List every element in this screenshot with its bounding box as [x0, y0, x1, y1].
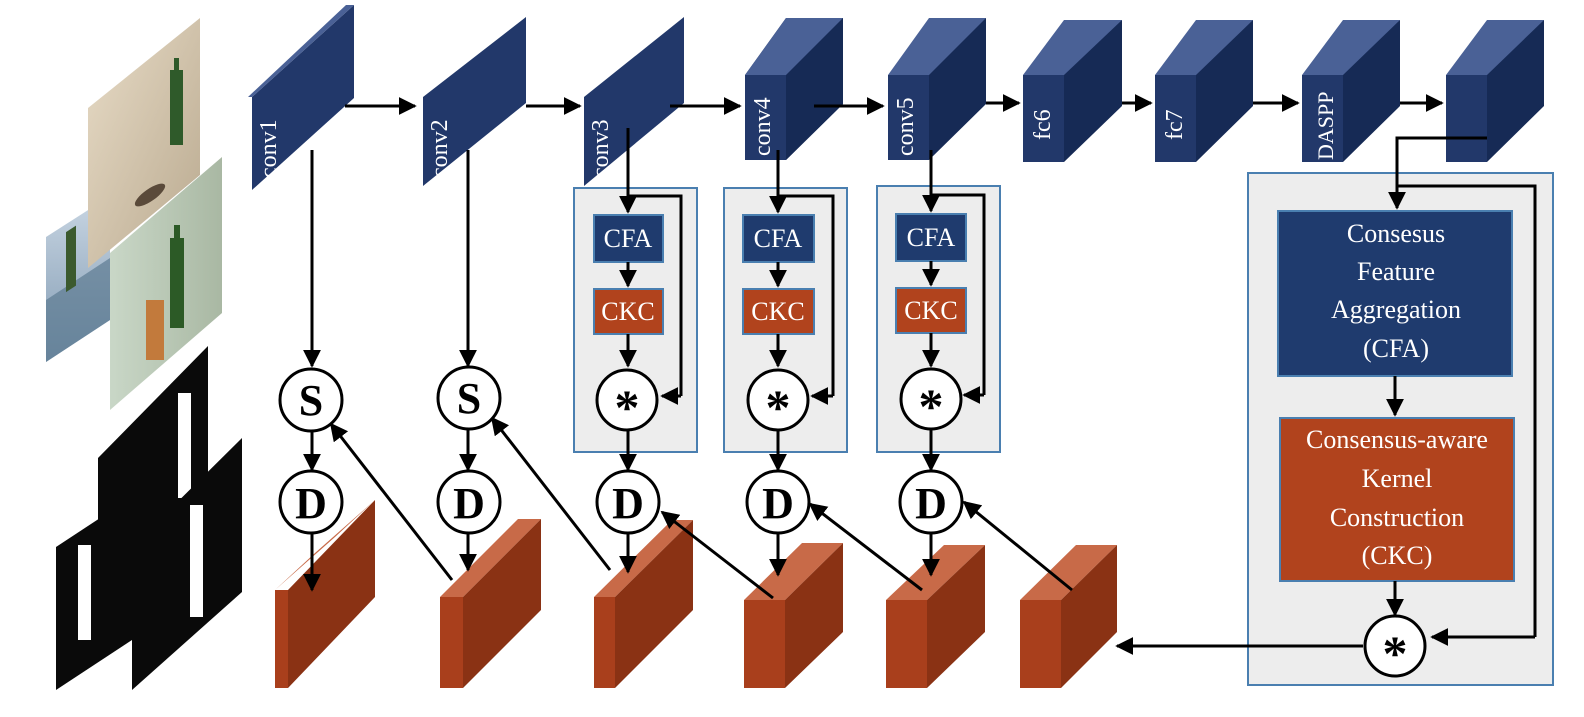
- svg-text:D: D: [612, 479, 644, 528]
- svg-text:D: D: [915, 479, 947, 528]
- ckc-detail-line-4: (CKC): [1362, 541, 1433, 570]
- encoder-block-conv1: conv1: [248, 5, 354, 190]
- decoder-block-4: [744, 543, 843, 688]
- encoder-block-fc6: fc6: [1023, 20, 1122, 162]
- operators: S S * * * D D D: [278, 365, 1427, 681]
- svg-text:S: S: [299, 376, 323, 425]
- ckc-detail-box: [1279, 417, 1515, 582]
- d-operator-2: D: [436, 469, 502, 535]
- s-operator-1: S: [278, 367, 344, 433]
- label-conv3: conv3: [588, 119, 614, 178]
- cfa-box-conv4: [742, 214, 815, 263]
- ckc-detail-line-3: Construction: [1330, 503, 1464, 532]
- label-conv2: conv2: [427, 119, 453, 178]
- d-operator-5: D: [898, 469, 964, 535]
- label-fc6: fc6: [1030, 109, 1056, 140]
- conv-operator-conv4: *: [746, 368, 810, 435]
- encoder-block-conv4: conv4: [745, 18, 843, 160]
- encoder-block-output: [1446, 20, 1544, 162]
- svg-text:D: D: [295, 479, 327, 528]
- svg-text:*: *: [766, 379, 791, 435]
- encoder-block-conv2: conv2: [423, 17, 526, 186]
- ground-truth-mask-stack: [56, 346, 242, 690]
- conv-operator-conv5: *: [899, 367, 963, 434]
- input-image-3: [110, 157, 222, 410]
- encoder-block-conv3: conv3: [584, 17, 684, 186]
- ckc-box-conv3: [593, 288, 664, 335]
- conv-operator-detail: *: [1363, 614, 1427, 681]
- encoder: conv1 conv2 conv3 conv4 conv5 fc6: [248, 5, 1544, 190]
- d-operator-3: D: [595, 469, 661, 535]
- ckc-label-conv5: CKC: [904, 296, 957, 325]
- conv-operator-conv3: *: [595, 368, 659, 435]
- input-image-stack: [46, 18, 222, 410]
- svg-text:S: S: [457, 374, 481, 423]
- svg-text:*: *: [615, 379, 640, 435]
- ckc-label-conv3: CKC: [601, 297, 654, 326]
- decoder-block-1: [275, 500, 375, 688]
- ckc-detail-line-2: Kernel: [1362, 464, 1433, 493]
- cfa-detail-box: [1277, 210, 1513, 377]
- cfa-detail-line-3: Aggregation: [1331, 295, 1461, 324]
- cfa-detail-line-4: (CFA): [1363, 334, 1429, 363]
- ckc-detail-line-1: Consensus-aware: [1306, 425, 1488, 454]
- module-panel-conv5: CFA CKC: [876, 185, 1001, 453]
- label-conv1: conv1: [256, 119, 282, 178]
- svg-text:D: D: [762, 479, 794, 528]
- svg-text:D: D: [453, 479, 485, 528]
- encoder-block-conv5: conv5: [888, 18, 986, 160]
- s-operator-2: S: [436, 365, 502, 431]
- decoder-block-6: [1020, 545, 1117, 688]
- decoder-block-3: [594, 520, 693, 688]
- input-image-2: [88, 18, 200, 268]
- label-daspp: DASPP: [1313, 92, 1338, 160]
- cfa-label-conv4: CFA: [754, 224, 803, 253]
- ckc-label-conv4: CKC: [751, 297, 804, 326]
- label-conv5: conv5: [893, 97, 919, 156]
- label-conv4: conv4: [750, 97, 776, 156]
- encoder-block-daspp: DASPP: [1302, 20, 1400, 162]
- encoder-block-fc7: fc7: [1155, 20, 1253, 162]
- decoder-block-2: [440, 519, 541, 688]
- encoder-flow-arrows: [345, 94, 1444, 115]
- decoder-block-5: [886, 545, 985, 688]
- d-operator-4: D: [745, 469, 811, 535]
- module-explanation-panel: Consesus Feature Aggregation (CFA) Conse…: [1247, 172, 1554, 686]
- cfa-label-conv5: CFA: [907, 223, 956, 252]
- cfa-detail-line-1: Consesus: [1347, 219, 1445, 248]
- ckc-box-conv5: [895, 287, 967, 334]
- cfa-box-conv3: [593, 214, 664, 263]
- svg-text:*: *: [919, 378, 944, 434]
- d-operator-1: D: [278, 469, 344, 535]
- connection-arrows: [303, 128, 1537, 655]
- label-fc7: fc7: [1162, 109, 1188, 140]
- mask-3: [132, 438, 242, 690]
- svg-text:*: *: [1383, 625, 1408, 681]
- decoder: [275, 500, 1117, 688]
- cfa-box-conv5: [895, 213, 967, 262]
- cfa-detail-line-2: Feature: [1357, 257, 1435, 286]
- cfa-label-conv3: CFA: [604, 224, 653, 253]
